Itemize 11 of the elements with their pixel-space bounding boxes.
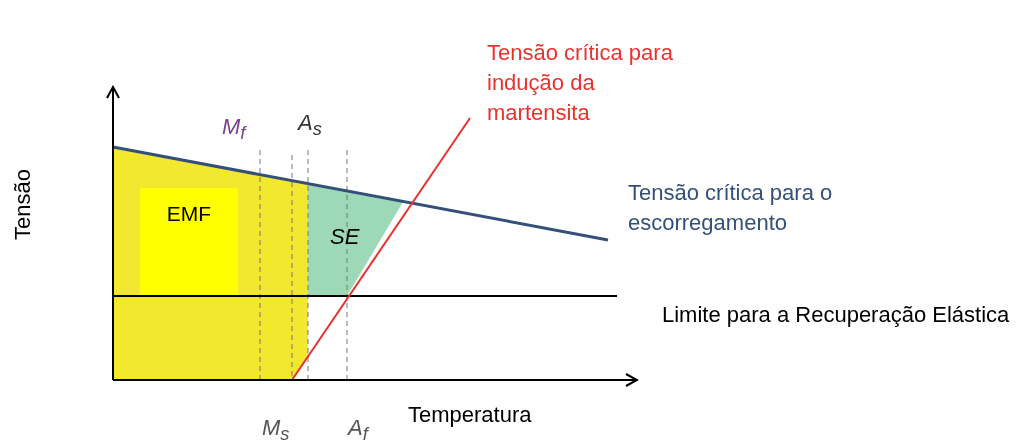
axis-label: Temperatura (408, 401, 532, 429)
temperature-symbol: A$_{f}$ (348, 414, 368, 447)
region-label: SE (330, 223, 360, 251)
shaded-box: EMF (140, 188, 238, 295)
temperature-symbol: A$_{s}$ (298, 109, 322, 142)
line-label: Limite para a Recuperação Elástica (662, 301, 1011, 329)
curve-label: Tensão crítica para indução da martensita (487, 39, 674, 127)
axis-label: Tensão (9, 169, 36, 240)
temperature-symbol: M$_{f}$ (222, 113, 246, 146)
temperature-symbol: M$_{s}$ (262, 414, 290, 447)
curve-label: Tensão crítica para o escorregamento (628, 179, 834, 237)
